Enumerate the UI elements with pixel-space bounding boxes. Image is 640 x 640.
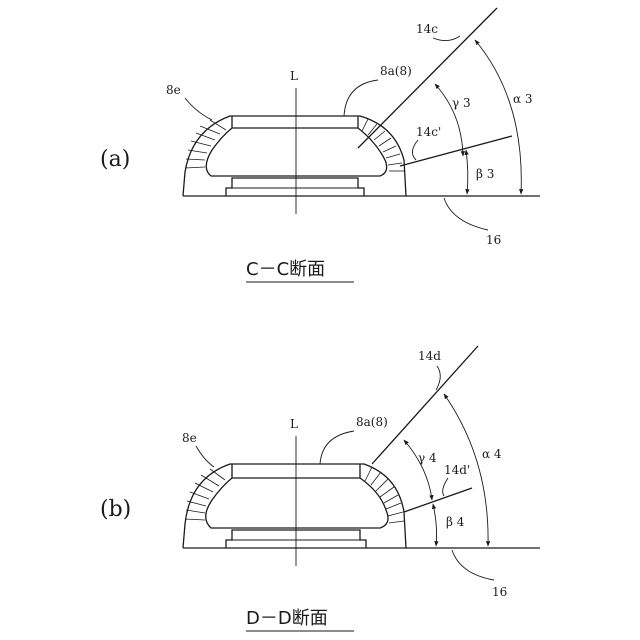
member-leader-b bbox=[320, 431, 354, 464]
outer-housing-b bbox=[183, 464, 406, 548]
secondary-line-b bbox=[404, 488, 472, 512]
secondary-line-leader-a bbox=[412, 140, 418, 160]
axis-label-a: L bbox=[290, 69, 298, 83]
inner-ring-a bbox=[206, 128, 386, 176]
beta-label-b: β 4 bbox=[446, 515, 465, 529]
main-line-label-a: 14c bbox=[416, 22, 438, 36]
secondary-line-label-a: 14c' bbox=[416, 125, 441, 139]
base-label-b: 16 bbox=[492, 585, 507, 599]
base-label-a: 16 bbox=[486, 233, 501, 247]
member-label-b: 8a(8) bbox=[356, 415, 388, 429]
beta-arc-a bbox=[466, 150, 468, 194]
panel-label-b: (b) bbox=[100, 497, 131, 522]
secondary-line-label-b: 14d' bbox=[444, 463, 470, 477]
caption-a: C－C断面 bbox=[246, 259, 325, 280]
bottom-step-a bbox=[226, 178, 364, 196]
inner-ring-b bbox=[206, 478, 388, 528]
alpha-label-b: α 4 bbox=[482, 447, 502, 461]
beta-label-a: β 3 bbox=[476, 167, 494, 181]
member-leader-a bbox=[344, 80, 378, 116]
outer-part-label-b: 8e bbox=[182, 431, 197, 445]
member-label-a: 8a(8) bbox=[380, 64, 412, 78]
panel-label-a: (a) bbox=[100, 147, 130, 172]
gamma-label-a: γ 3 bbox=[452, 96, 471, 110]
caption-b: D－D断面 bbox=[246, 608, 328, 629]
beta-arc-b bbox=[433, 504, 437, 546]
outer-part-leader-b bbox=[196, 446, 214, 467]
base-leader-a bbox=[444, 198, 488, 230]
gamma-arc-b bbox=[404, 440, 432, 500]
outer-part-leader-a bbox=[185, 98, 212, 120]
figure-b: (b) bbox=[100, 346, 540, 631]
axis-label-b: L bbox=[290, 417, 298, 431]
main-line-leader-b bbox=[436, 366, 440, 390]
main-line-b bbox=[372, 346, 478, 464]
alpha-label-a: α 3 bbox=[513, 92, 533, 106]
outer-part-label-a: 8e bbox=[166, 83, 181, 97]
secondary-line-a bbox=[400, 136, 512, 166]
main-line-label-b: 14d bbox=[418, 349, 441, 363]
gamma-arc-a bbox=[435, 84, 463, 156]
hatching-left-a bbox=[185, 120, 226, 168]
figure-a: (a) bbox=[100, 8, 540, 282]
hatching-left-b bbox=[185, 469, 225, 520]
main-line-leader-a bbox=[433, 36, 460, 41]
gamma-label-b: γ 4 bbox=[418, 451, 437, 465]
base-leader-b bbox=[452, 550, 494, 580]
secondary-line-leader-b bbox=[443, 478, 448, 496]
